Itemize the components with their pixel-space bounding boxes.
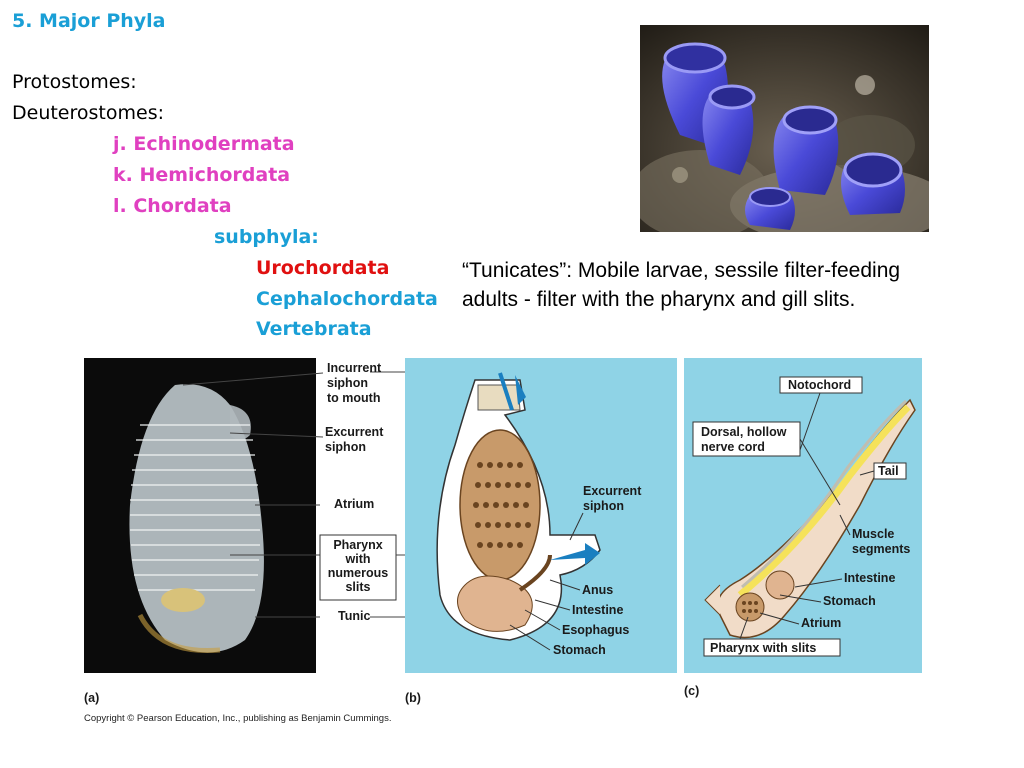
label-excurrent-a2: siphon (325, 440, 366, 454)
label-muscle-c2: segments (852, 542, 910, 556)
label-atrium-a: Atrium (334, 497, 374, 511)
panel-b (405, 358, 677, 673)
label-stomach-b: Stomach (553, 643, 606, 657)
panel-letter-a: (a) (84, 691, 99, 705)
label-incurrent-a1: Incurrent (327, 361, 382, 375)
label-pharynx-a3: numerous (328, 566, 388, 580)
label-intestine-c: Intestine (844, 571, 895, 585)
label-nerve-cord-c2: nerve cord (701, 440, 765, 454)
panel-c (684, 358, 922, 673)
label-esophagus-b: Esophagus (562, 623, 629, 637)
panel-letter-b: (b) (405, 691, 421, 705)
phylum-hemichordata: k. Hemichordata (113, 164, 291, 186)
label-pharynx-a4: slits (345, 580, 370, 594)
label-excurrent-b2: siphon (583, 499, 624, 513)
subphylum-urochordata: Urochordata (256, 257, 390, 279)
panel-a (84, 358, 316, 673)
phylum-chordata: l. Chordata (113, 195, 232, 217)
copyright-notice: Copyright © Pearson Education, Inc., pub… (84, 713, 391, 724)
slide-heading: 5. Major Phyla (12, 10, 166, 32)
panel-letter-c: (c) (684, 684, 699, 698)
label-pharynx-c: Pharynx with slits (710, 641, 816, 655)
tunicate-figure: Incurrent siphon to mouth Excurrent siph… (84, 358, 922, 724)
protostomes-label: Protostomes: (12, 71, 137, 93)
label-atrium-c: Atrium (801, 616, 841, 630)
subphyla-label: subphyla: (214, 226, 319, 248)
label-tunic-a: Tunic (338, 609, 370, 623)
label-notochord-c: Notochord (788, 378, 851, 392)
phylum-echinodermata: j. Echinodermata (113, 133, 295, 155)
label-nerve-cord-c1: Dorsal, hollow (701, 425, 787, 439)
label-pharynx-a2: with (345, 552, 371, 566)
tunicate-caption: “Tunicates”: Mobile larvae, sessile filt… (462, 259, 901, 311)
label-tail-c: Tail (878, 464, 899, 478)
label-pharynx-a1: Pharynx (333, 538, 382, 552)
tunicate-photo (640, 25, 929, 232)
label-excurrent-a1: Excurrent (325, 425, 384, 439)
label-muscle-c1: Muscle (852, 527, 894, 541)
subphylum-cephalochordata: Cephalochordata (256, 288, 438, 310)
label-intestine-b: Intestine (572, 603, 623, 617)
deuterostomes-label: Deuterostomes: (12, 102, 164, 124)
label-stomach-c: Stomach (823, 594, 876, 608)
label-anus-b: Anus (582, 583, 613, 597)
label-excurrent-b1: Excurrent (583, 484, 642, 498)
label-incurrent-a3: to mouth (327, 391, 380, 405)
label-incurrent-a2: siphon (327, 376, 368, 390)
subphylum-vertebrata: Vertebrata (256, 318, 372, 340)
